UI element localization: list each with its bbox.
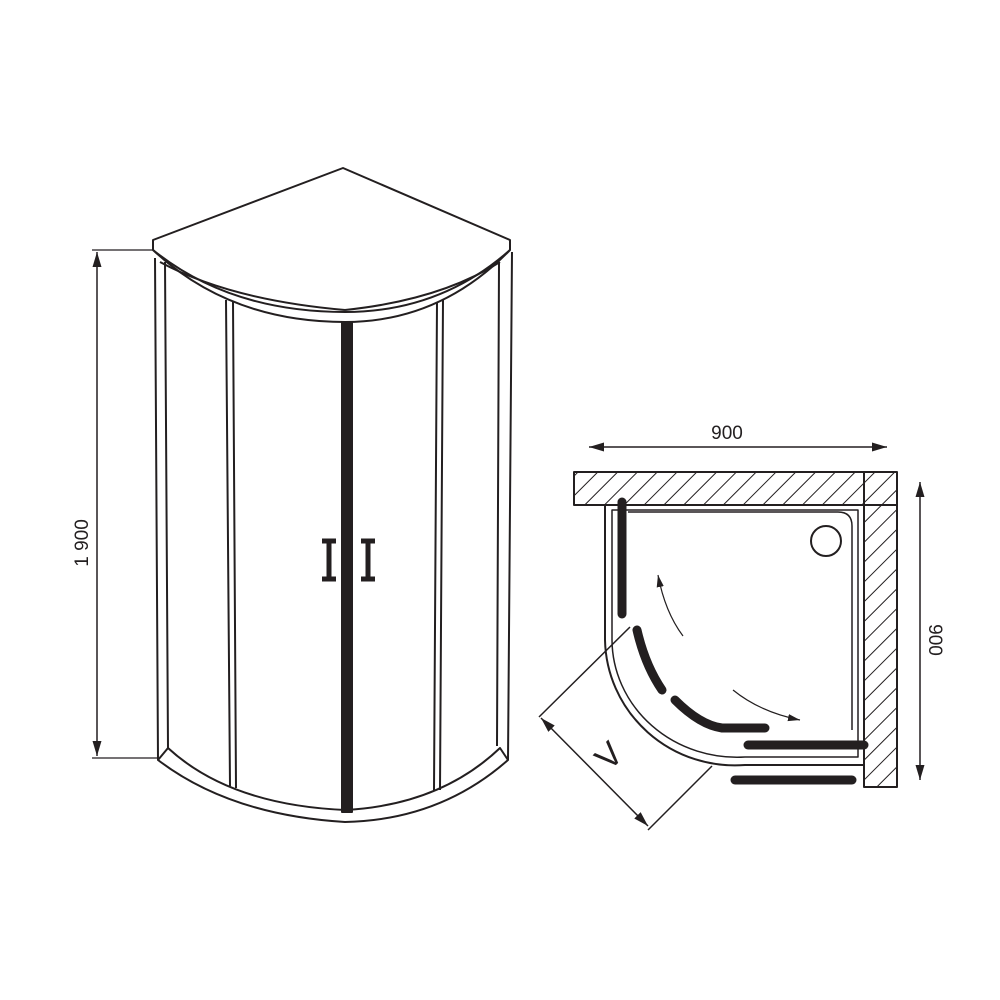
- center-seal: [341, 321, 353, 813]
- right-post: [496, 251, 513, 761]
- right-wall: [863, 504, 898, 788]
- entry-dimension-line: [540, 717, 649, 827]
- depth-label: 900: [924, 624, 945, 656]
- right-door-frame: [433, 299, 444, 791]
- drain-icon: [810, 525, 842, 557]
- handle-left-icon: [322, 538, 336, 582]
- width-label: 900: [711, 423, 743, 444]
- cabin-elevation: [92, 167, 513, 823]
- cabin-plan: [538, 442, 925, 831]
- left-door-frame: [225, 299, 237, 789]
- roof-front-edge: [152, 249, 511, 313]
- handle-right-icon: [361, 538, 375, 582]
- cabin-base: [157, 747, 509, 823]
- door-open-arrow-left: [656, 574, 684, 637]
- cabin-roof: [152, 167, 511, 323]
- door-open-arrow-right: [732, 689, 801, 722]
- left-post: [154, 257, 169, 761]
- height-label: 1 900: [72, 519, 93, 567]
